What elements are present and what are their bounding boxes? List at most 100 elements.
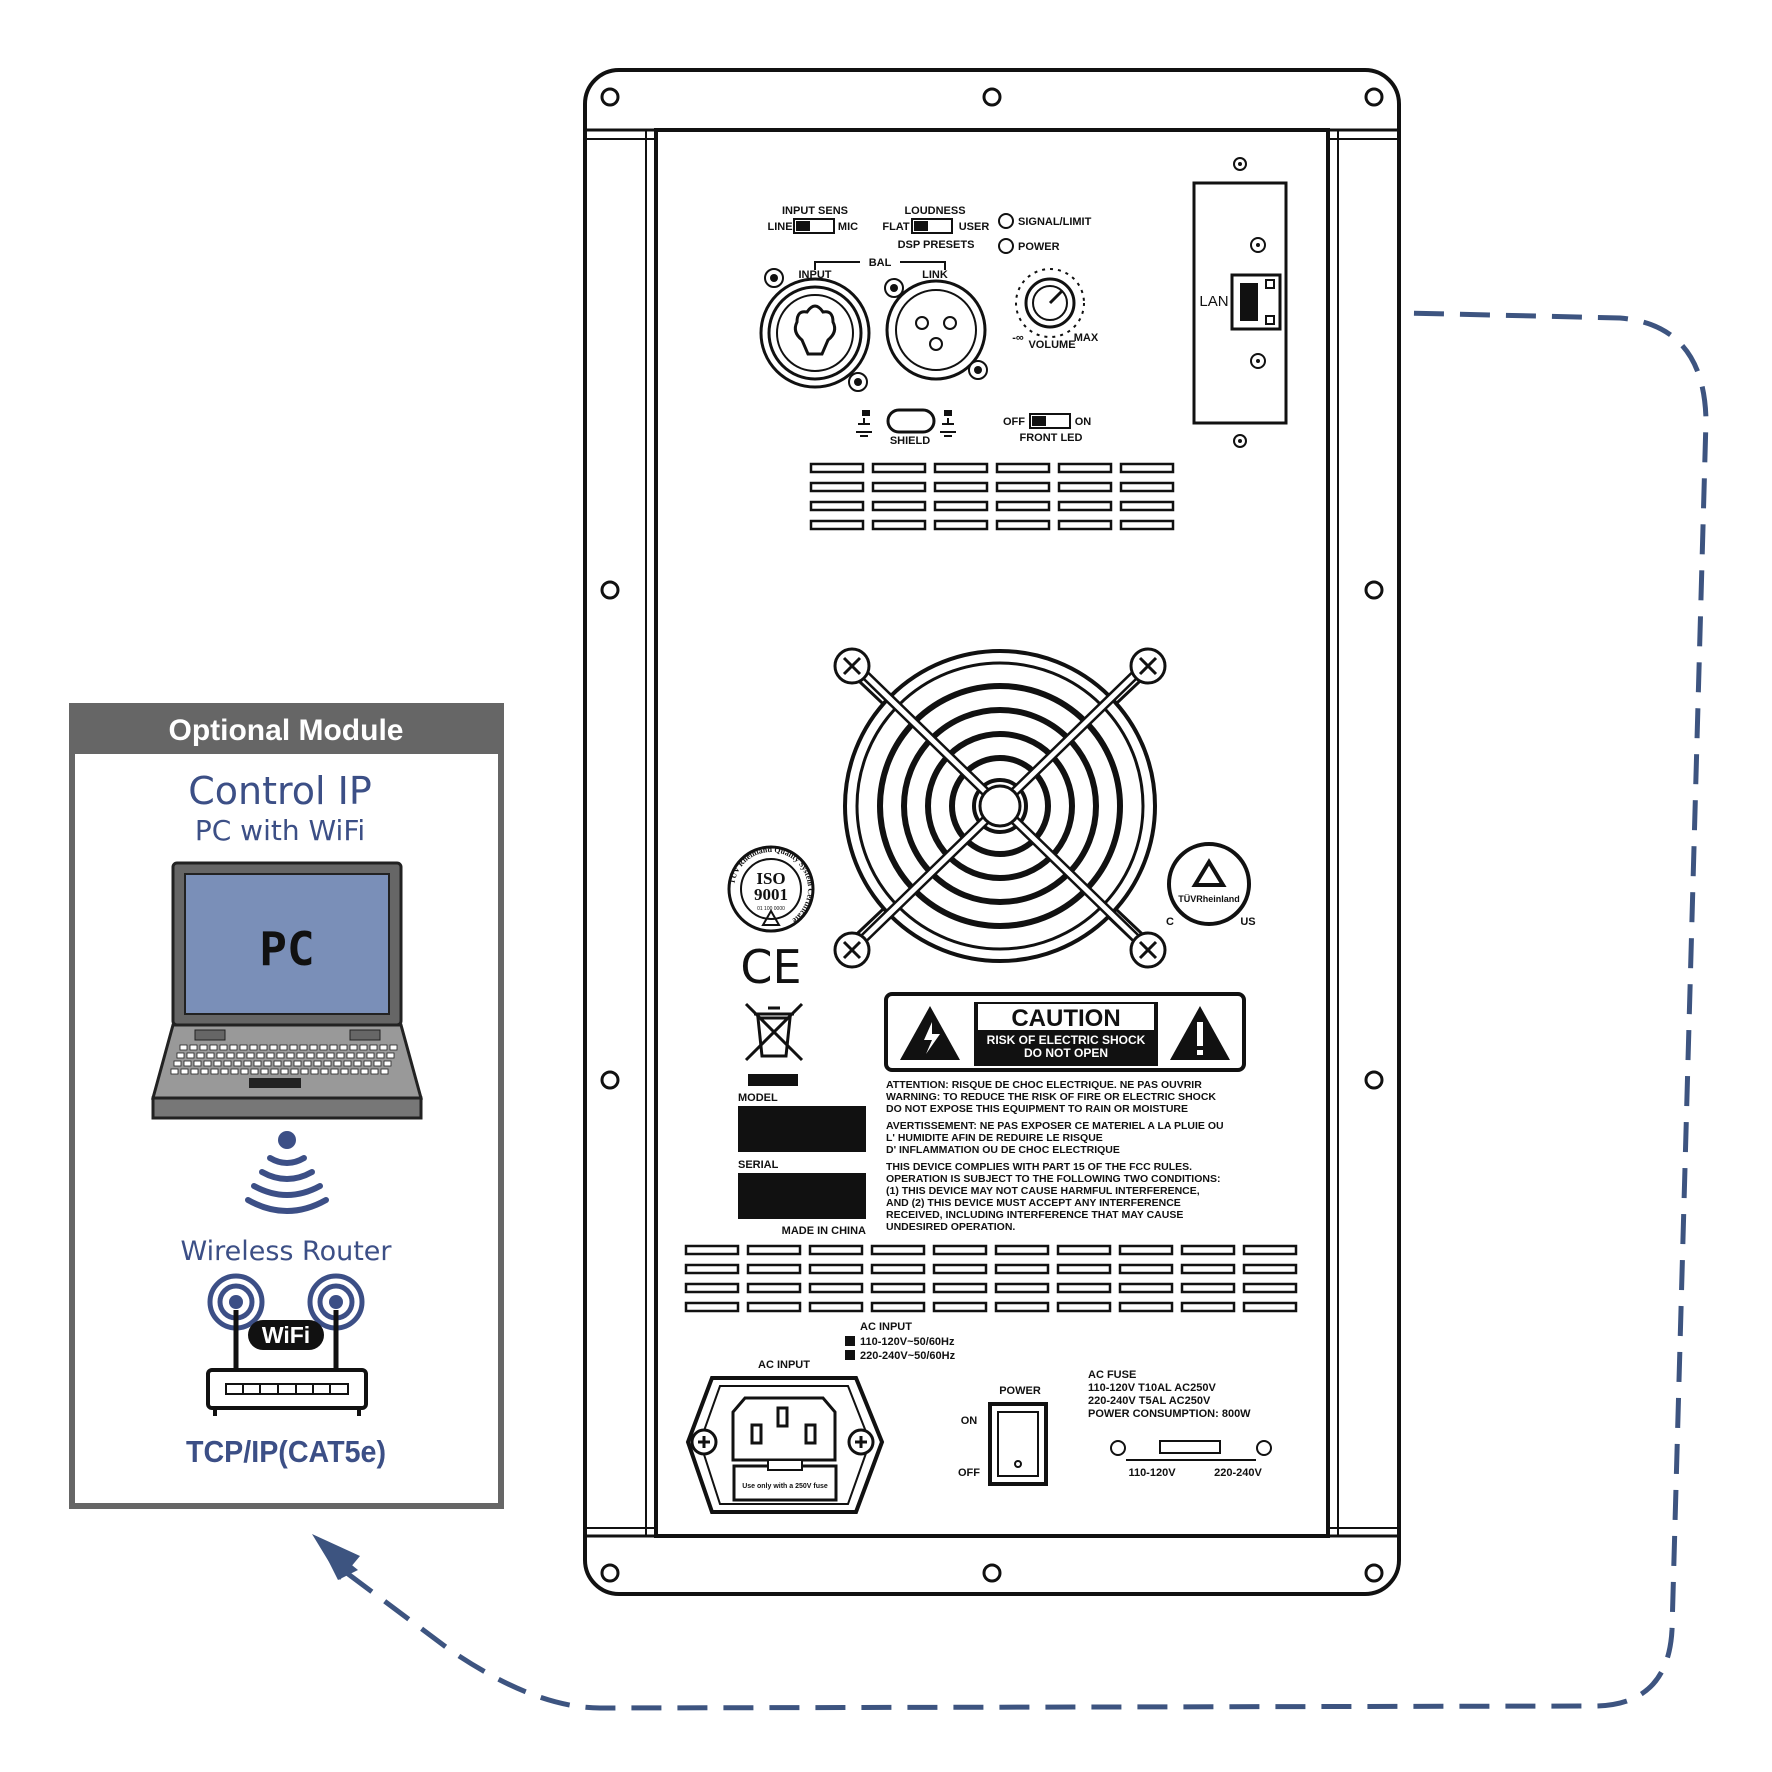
vent-slot [1119, 519, 1175, 531]
keyboard-key [229, 1044, 238, 1051]
keyboard-key [219, 1044, 228, 1051]
vent-slot [932, 1244, 988, 1256]
keyboard-key [353, 1060, 362, 1067]
vent-slot [1242, 1263, 1298, 1275]
power-led-label: POWER [1018, 241, 1060, 253]
volume-knob[interactable] [1015, 268, 1085, 338]
warning-line: WARNING: TO REDUCE THE RISK OF FIRE OR E… [886, 1091, 1216, 1103]
wifi-signal-icon [245, 1131, 329, 1214]
input-combo-jack[interactable] [759, 268, 871, 392]
keyboard-key [250, 1068, 259, 1075]
vent-slot [995, 462, 1051, 474]
keyboard-key [359, 1044, 368, 1051]
input-jack-label: INPUT [799, 269, 832, 281]
keyboard-key [269, 1044, 278, 1051]
keyboard-key [266, 1052, 275, 1059]
keyboard-key [210, 1068, 219, 1075]
volume-label: VOLUME [1028, 339, 1075, 351]
lan-label: LAN [1199, 293, 1228, 310]
vent-slot [808, 1282, 864, 1294]
mount-hole [600, 1070, 620, 1090]
vent-slot [1180, 1282, 1236, 1294]
vent-slot [870, 1282, 926, 1294]
vent-slot [1180, 1301, 1236, 1313]
keyboard-key [263, 1060, 272, 1067]
keyboard-key [220, 1068, 229, 1075]
line-label: LINE [767, 221, 792, 233]
vent-slot [1056, 1301, 1112, 1313]
vent-slot [871, 462, 927, 474]
warning-text-block: ATTENTION: RISQUE DE CHOC ELECTRIQUE. NE… [886, 1079, 1224, 1233]
keyboard-key [369, 1044, 378, 1051]
keyboard-key [209, 1044, 218, 1051]
vent-slot [1180, 1244, 1236, 1256]
vent-slot [933, 481, 989, 493]
caution-title: CAUTION [1011, 1005, 1120, 1032]
module-subtitle: PC with WiFi [195, 814, 365, 847]
ac-inlet[interactable]: Use only with a 250V fuse [685, 1376, 885, 1514]
model-label: MODEL [738, 1092, 778, 1104]
vent-slot [995, 519, 1051, 531]
link-xlr-jack[interactable] [884, 278, 988, 381]
keyboard-key [246, 1052, 255, 1059]
volume-max-label: MAX [1074, 332, 1099, 344]
keyboard-key [270, 1068, 279, 1075]
lan-module: LAN [1192, 157, 1288, 448]
vent-slot [1119, 481, 1175, 493]
keyboard-key [360, 1068, 369, 1075]
keyboard-key [303, 1060, 312, 1067]
keyboard-key [189, 1044, 198, 1051]
iso-9001-badge: TÜV Rheinland Quality System Certificate… [727, 845, 815, 933]
vent-slot [746, 1282, 802, 1294]
keyboard-key [286, 1052, 295, 1059]
vent-slot [871, 500, 927, 512]
keyboard-key [170, 1068, 179, 1075]
mount-hole [1364, 87, 1384, 107]
router-label: Wireless Router [180, 1236, 392, 1267]
vent-slot [1118, 1282, 1174, 1294]
vent-slot [994, 1301, 1050, 1313]
voltage-selector[interactable] [1110, 1440, 1272, 1461]
vent-slot [809, 481, 865, 493]
keyboard-key [363, 1060, 372, 1067]
keyboard-key [199, 1044, 208, 1051]
serial-field [738, 1173, 866, 1219]
shield-switch[interactable] [886, 408, 936, 434]
mount-hole [982, 1563, 1002, 1583]
warning-line: AVERTISSEMENT: NE PAS EXPOSER CE MATERIE… [886, 1120, 1224, 1132]
laptop-icon: PC [151, 861, 423, 1120]
power-switch[interactable] [988, 1402, 1048, 1486]
fuse-drawer[interactable] [732, 1464, 838, 1502]
vent-slot [994, 1282, 1050, 1294]
iso-text: ISO [756, 869, 785, 888]
fuse-note: Use only with a 250V fuse [742, 1483, 828, 1490]
lan-port-icon[interactable] [1230, 273, 1282, 331]
keyboard-key [376, 1052, 385, 1059]
serial-label: SERIAL [738, 1159, 779, 1171]
mount-hole [1364, 1563, 1384, 1583]
fuse-220-label: 220-240V T5AL AC250V [1088, 1395, 1211, 1407]
mount-hole [600, 580, 620, 600]
keyboard-key [190, 1068, 199, 1075]
warning-line: UNDESIRED OPERATION. [886, 1221, 1015, 1233]
vent-slot [994, 1244, 1050, 1256]
vent-slot [994, 1263, 1050, 1275]
mount-hole [1364, 580, 1384, 600]
keyboard-key [300, 1068, 309, 1075]
keyboard-key [183, 1060, 192, 1067]
keyboard-key [230, 1068, 239, 1075]
vent-slot [746, 1244, 802, 1256]
iso-number-text: 9001 [754, 885, 788, 904]
vent-slot [1242, 1282, 1298, 1294]
voltage-110-label: 110-120V [1128, 1467, 1176, 1479]
keyboard-key [239, 1044, 248, 1051]
wifi-badge: WiFi [262, 1322, 310, 1348]
keyboard-key [216, 1052, 225, 1059]
vent-slot [1056, 1263, 1112, 1275]
keyboard-key [349, 1044, 358, 1051]
signal-limit-led [998, 213, 1014, 229]
cooling-fan [833, 647, 1167, 969]
user-label: USER [959, 221, 990, 233]
keyboard-key [200, 1068, 209, 1075]
keyboard-key [323, 1060, 332, 1067]
